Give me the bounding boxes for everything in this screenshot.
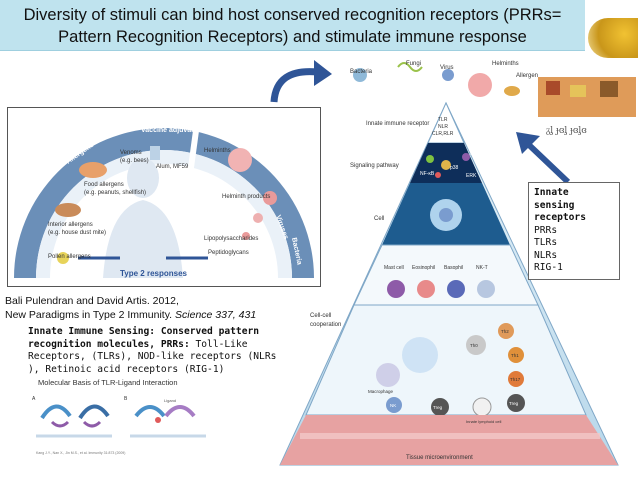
node-nfkb: NF-κB bbox=[420, 171, 435, 177]
helminth-products-label: Helminth products bbox=[222, 194, 270, 200]
stimulus-helminths: Helminths bbox=[492, 61, 519, 67]
peptidoglycans-label: Peptidoglycans bbox=[208, 250, 249, 256]
stimulus-fungi: Fungi bbox=[406, 61, 421, 67]
tlr-panel-a-label: A bbox=[32, 396, 36, 402]
sensing-bold-text: Innate Immune Sensing: Conserved pattern… bbox=[28, 326, 260, 350]
coop-treg-1: Treg bbox=[433, 405, 443, 410]
citation-journal: Science 337, 431 bbox=[175, 309, 257, 321]
type2-responses-label: Type 2 responses bbox=[120, 269, 188, 278]
receptor-item-tlrs: TLRs bbox=[534, 237, 558, 248]
lps-label: Lipopolysaccharides bbox=[204, 236, 258, 242]
handwriting-scribble: ᵹᶅ ɟɞᶅ ɟɞᶅɞ bbox=[546, 126, 587, 136]
coop-th2: Th2 bbox=[501, 329, 509, 334]
cell-type-nkt: NK-T bbox=[476, 265, 488, 271]
bacteria-icon bbox=[353, 68, 367, 82]
innate-receptor-label: Innate immune receptor bbox=[366, 121, 429, 127]
corner-decoration-image bbox=[588, 18, 638, 58]
alum-label: Alum, MF59 bbox=[156, 164, 189, 170]
stimuli-figure: Nonmicrobial stimuli Microbial stimuli V… bbox=[7, 107, 321, 287]
node-erk: ERK bbox=[466, 173, 477, 179]
venoms-sub-label: (e.g. bees) bbox=[120, 158, 149, 164]
spice-photo-tile-3 bbox=[600, 81, 618, 97]
cooperation-label-1: Cell-cell bbox=[310, 313, 331, 319]
receptor-clr-rlr: CLR,RLR bbox=[432, 131, 454, 137]
node-p38: p38 bbox=[450, 165, 459, 171]
title-banner bbox=[0, 0, 585, 51]
helminths-label: Helminths bbox=[204, 148, 231, 154]
spice-photo-tile-2 bbox=[570, 85, 586, 97]
interior-allergens-label: Interior allergens bbox=[48, 222, 93, 228]
diagonal-arrow-icon bbox=[516, 132, 571, 185]
innate-sensing-description: Innate Immune Sensing: Conserved pattern… bbox=[28, 326, 278, 376]
node-pi3k: PI3K bbox=[470, 151, 482, 157]
cooperation-label-2: cooperation bbox=[310, 322, 341, 328]
coop-th17: Th17 bbox=[510, 377, 521, 382]
tlr-ligand-label: Ligand bbox=[164, 398, 176, 403]
stimuli-wheel-graphic: Nonmicrobial stimuli Microbial stimuli V… bbox=[8, 108, 320, 286]
stimulus-bacteria: Bacteria bbox=[350, 69, 373, 75]
coop-th1: Th1 bbox=[511, 353, 519, 358]
immune-pyramid-figure: Bacteria Fungi Virus Helminths Allergen … bbox=[279, 61, 636, 466]
sensing-rest-text: Toll-Like Receptors, (TLRs), NOD-like re… bbox=[28, 338, 277, 375]
receptor-item-rig1: RIG-1 bbox=[534, 262, 563, 273]
venoms-label: Venoms bbox=[120, 150, 142, 156]
interior-allergens-sub-label: (e.g. house dust mite) bbox=[48, 230, 106, 236]
helminth-icon bbox=[468, 73, 492, 97]
coop-th0: Th0 bbox=[470, 343, 478, 348]
receptor-item-nlrs: NLRs bbox=[534, 249, 558, 261]
tlr-figure-title: Molecular Basis of TLR-Ligand Interactio… bbox=[38, 378, 178, 387]
stimulus-allergen: Allergen bbox=[516, 73, 538, 79]
tlr-ligand-figure: Molecular Basis of TLR-Ligand Interactio… bbox=[26, 378, 214, 460]
receptors-box-header: Innate sensing receptors bbox=[534, 187, 586, 223]
cell-label: Cell bbox=[374, 216, 384, 222]
coop-macrophage: Macrophage bbox=[368, 389, 394, 394]
citation-title: New Paradigms in Type 2 Immunity. bbox=[5, 309, 176, 321]
food-allergens-sub-label: (e.g. peanuts, shellfish) bbox=[84, 190, 146, 196]
tlr-panel-b-label: B bbox=[124, 396, 128, 402]
tissue-label: Tissue microenvironment bbox=[406, 455, 473, 461]
cell-type-basophil: Basophil bbox=[444, 265, 463, 271]
cell-type-mast: Mast cell bbox=[384, 265, 404, 271]
food-allergens-label: Food allergens bbox=[84, 182, 124, 188]
allergen-icon bbox=[504, 86, 520, 96]
vaccine-adjuvants-label: Vaccine adjuvants bbox=[141, 127, 202, 134]
receptor-item-prrs: PRRs bbox=[534, 224, 558, 236]
coop-nk: NK bbox=[390, 403, 396, 408]
receptor-tlr: TLR bbox=[438, 117, 448, 123]
curved-arrow-icon bbox=[270, 60, 332, 103]
tlr-footnote: Kang J.Y., Nan X., Jin M.S., et al. Immu… bbox=[36, 451, 125, 455]
pollen-allergens-label: Pollen allergens bbox=[48, 254, 91, 260]
slide-title-line-2: Pattern Recognition Receptors) and stimu… bbox=[58, 28, 527, 46]
citation: Bali Pulendran and David Artis. 2012, Ne… bbox=[5, 294, 275, 322]
spice-photo-tile-1 bbox=[546, 81, 560, 95]
fungi-icon bbox=[397, 62, 423, 72]
stimulus-virus: Virus bbox=[440, 65, 454, 71]
slide-title: Diversity of stimuli can bind host conse… bbox=[0, 4, 585, 48]
innate-sensing-receptors-box: Innate sensing receptors PRRs TLRs NLRs … bbox=[528, 182, 620, 280]
citation-line-2: New Paradigms in Type 2 Immunity. Scienc… bbox=[5, 308, 275, 322]
slide-title-line-1: Diversity of stimuli can bind host conse… bbox=[23, 6, 562, 24]
cell-type-eosinophil: Eosinophil bbox=[412, 265, 435, 271]
signaling-label: Signaling pathway bbox=[350, 163, 399, 169]
receptor-nlr: NLR bbox=[438, 124, 448, 130]
virus-icon bbox=[442, 69, 454, 81]
citation-line-1: Bali Pulendran and David Artis. 2012, bbox=[5, 295, 179, 307]
coop-ilc: Innate lymphoid cell bbox=[466, 419, 501, 424]
coop-treg-2: Treg bbox=[509, 401, 519, 406]
